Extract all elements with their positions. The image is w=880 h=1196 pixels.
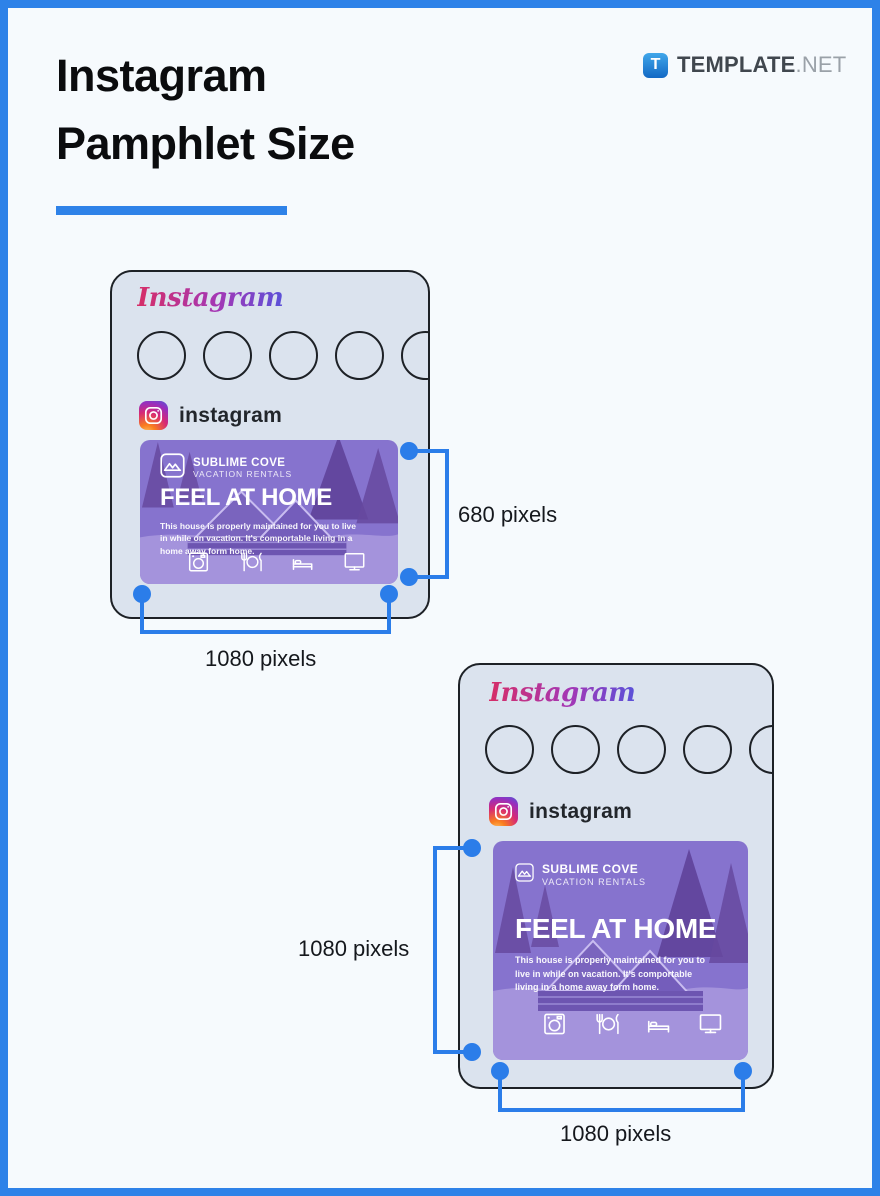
brand-name-light: .NET <box>795 52 847 77</box>
measure-dot-square-top-left <box>463 839 481 857</box>
instagram-app-icon <box>489 797 518 826</box>
story-avatar <box>269 331 318 380</box>
pamphlet-square: SUBLIME COVE VACATION RENTALS FEEL AT HO… <box>493 841 748 1060</box>
pamphlet-headline: FEEL AT HOME <box>160 484 332 511</box>
account-row: instagram <box>489 797 632 826</box>
bed-icon <box>645 1011 672 1037</box>
pamphlet-brand-subtitle: VACATION RENTALS <box>542 876 647 887</box>
templatenet-icon: T <box>643 52 668 78</box>
bed-icon <box>290 550 315 574</box>
tv-icon <box>697 1011 724 1037</box>
measure-dot-landscape-bottom-right-2 <box>380 585 398 603</box>
instagram-wordmark: Instagram <box>489 678 636 708</box>
restaurant-icon <box>593 1011 620 1037</box>
landscape-width-label: 1080 pixels <box>205 646 317 671</box>
page-title-line2: Pamphlet Size <box>56 118 355 169</box>
measure-dot-square-bottom-right <box>734 1062 752 1080</box>
washing-machine-icon <box>541 1011 568 1037</box>
pamphlet-body-text: This house is properly maintained for yo… <box>515 955 706 992</box>
page-title: Instagram Pamphlet Size <box>56 42 355 178</box>
pamphlet-brand-name: SUBLIME COVE <box>193 456 286 469</box>
pamphlet-headline: FEEL AT HOME <box>515 913 717 944</box>
measure-dot-square-bottom-left <box>463 1043 481 1061</box>
pamphlet-body-text: This house is properly maintained for yo… <box>160 521 357 556</box>
story-avatar <box>401 331 428 380</box>
amenity-icon-row <box>186 550 367 574</box>
mountain-icon <box>515 863 534 887</box>
square-width-label: 1080 pixels <box>560 1121 672 1146</box>
story-avatar <box>485 725 534 774</box>
measure-dot-square-bottom-left-2 <box>491 1062 509 1080</box>
height-bracket-landscape <box>409 449 449 579</box>
story-avatar <box>617 725 666 774</box>
width-bracket-square <box>498 1069 745 1112</box>
pamphlet-landscape: SUBLIME COVE VACATION RENTALS FEEL AT HO… <box>140 440 398 584</box>
instagram-wordmark: Instagram <box>137 283 284 313</box>
pamphlet-brand-name: SUBLIME COVE <box>542 862 639 876</box>
account-name: instagram <box>179 403 283 427</box>
templatenet-wordmark: TEMPLATE.NET <box>677 52 846 78</box>
account-name: instagram <box>529 799 633 823</box>
instagram-mock-square: Instagram instagram <box>458 663 774 1089</box>
mountain-icon <box>160 453 185 483</box>
amenity-icon-row <box>541 1011 724 1037</box>
pamphlet-logo: SUBLIME COVE VACATION RENTALS <box>160 453 292 483</box>
landscape-height-label: 680 pixels <box>458 502 558 527</box>
washing-machine-icon <box>186 550 211 574</box>
restaurant-icon <box>238 550 263 574</box>
pamphlet-brand-block: SUBLIME COVE VACATION RENTALS <box>542 862 647 887</box>
instagram-app-icon <box>139 401 168 430</box>
page-title-line1: Instagram <box>56 50 267 101</box>
account-row: instagram <box>139 401 282 430</box>
height-bracket-square <box>433 846 474 1054</box>
tv-icon <box>342 550 367 574</box>
width-bracket-landscape <box>140 592 391 634</box>
brand-name-bold: TEMPLATE <box>677 52 796 77</box>
pamphlet-logo: SUBLIME COVE VACATION RENTALS <box>515 862 647 887</box>
instagram-mock-landscape: Instagram instagram <box>110 270 430 619</box>
measure-dot-landscape-bottom-right <box>400 568 418 586</box>
camera-icon <box>493 801 514 822</box>
story-avatar-row <box>485 725 772 774</box>
camera-icon <box>143 405 164 426</box>
story-avatar <box>137 331 186 380</box>
cabin-photo <box>140 440 398 584</box>
pamphlet-brand-block: SUBLIME COVE VACATION RENTALS <box>193 457 292 480</box>
story-avatar <box>749 725 772 774</box>
story-avatar <box>335 331 384 380</box>
story-avatar <box>683 725 732 774</box>
story-avatar <box>551 725 600 774</box>
pamphlet-brand-subtitle: VACATION RENTALS <box>193 468 293 479</box>
square-height-label: 1080 pixels <box>298 936 410 961</box>
measure-dot-landscape-top-right <box>400 442 418 460</box>
templatenet-logo: T TEMPLATE.NET <box>643 52 846 78</box>
cabin-photo <box>493 841 748 1060</box>
title-underline <box>56 206 287 215</box>
story-avatar-row <box>137 331 428 380</box>
measure-dot-landscape-bottom-left <box>133 585 151 603</box>
story-avatar <box>203 331 252 380</box>
